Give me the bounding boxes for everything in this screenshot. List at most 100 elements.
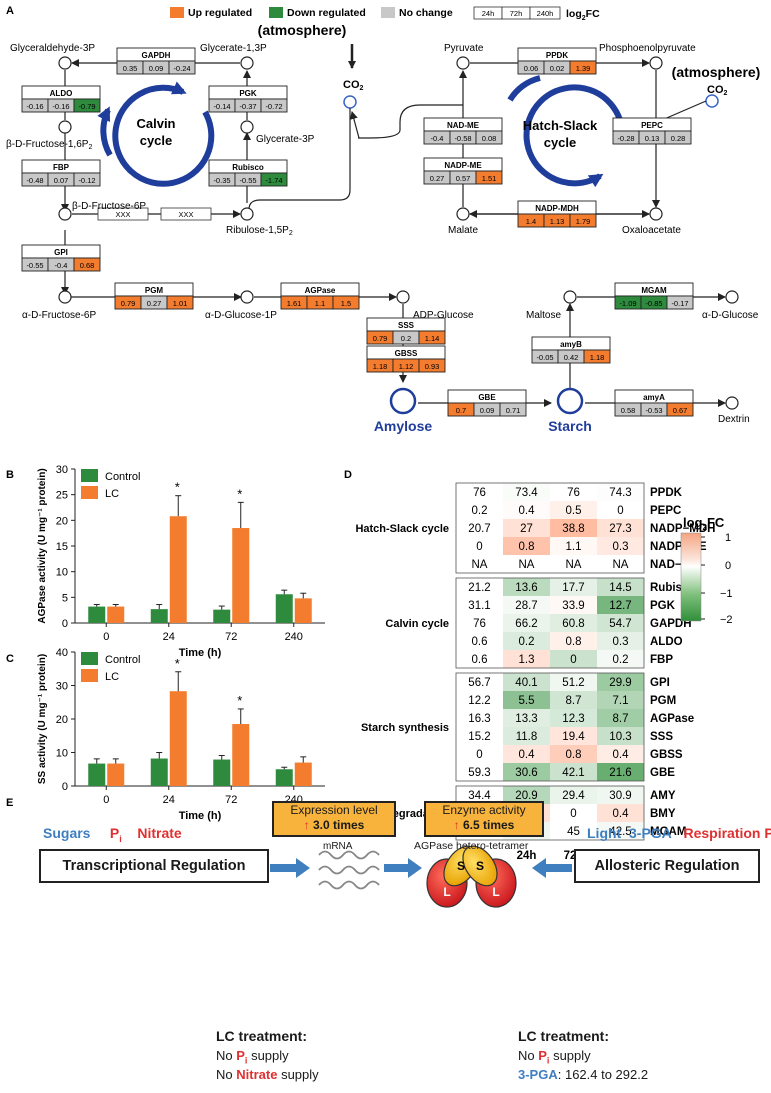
label-fbp16: β-D-Fructose-1,6P2 xyxy=(6,139,92,151)
heatmap-value: NA xyxy=(613,559,629,571)
node-dextrin xyxy=(725,396,739,410)
heatmap-cell xyxy=(597,596,644,614)
heatmap-cell xyxy=(550,786,597,804)
heatmap-value: 34.4 xyxy=(468,790,491,802)
enzyme-value: 0.06 xyxy=(524,64,539,73)
heatmap-cell xyxy=(597,709,644,727)
heatmap-cell xyxy=(597,673,644,691)
enzyme-value: -0.53 xyxy=(645,406,662,415)
heatmap-cell xyxy=(456,632,503,650)
heatmap-value: 8.7 xyxy=(566,695,582,707)
heatmap-value: 12.2 xyxy=(468,695,490,707)
enzyme-value: -0.24 xyxy=(173,64,190,73)
enzyme-name: PGM xyxy=(145,286,164,295)
heatmap-cell xyxy=(456,519,503,537)
heatmap-cell xyxy=(503,691,550,709)
legend-label: LC xyxy=(105,671,119,683)
y-tick-label: 25 xyxy=(56,490,68,502)
bar-control xyxy=(88,763,106,786)
calvin-xxx: XXX XXX xyxy=(97,207,212,221)
panel-c-label: C xyxy=(6,653,14,665)
heatmap-value: 0.4 xyxy=(519,749,536,761)
heatmap-value: 13.3 xyxy=(515,713,537,725)
label-g3p: Glycerate-3P xyxy=(256,134,315,145)
heatmap-value: NA xyxy=(566,559,582,571)
significance-mark: * xyxy=(237,486,242,501)
lc-right-line1: No Pi supply xyxy=(518,1048,591,1066)
heatmap-cell xyxy=(503,519,550,537)
enzyme-value: 0.71 xyxy=(506,406,521,415)
heatmap-cell xyxy=(456,578,503,596)
label-amylose: Amylose xyxy=(374,418,433,434)
enzyme-name: FBP xyxy=(53,163,70,172)
y-tick-label: 40 xyxy=(56,647,68,659)
heatmap-cell xyxy=(456,596,503,614)
enzyme-cell xyxy=(73,257,101,272)
enzyme-value: 1.1 xyxy=(315,299,325,308)
heatmap-gene: FBP xyxy=(650,654,673,666)
legend-swatch xyxy=(81,469,98,482)
heatmap-cell xyxy=(550,555,597,573)
enzyme-value: 1.13 xyxy=(550,217,565,226)
enzyme-value: -0.05 xyxy=(536,353,553,362)
node-pyruvate xyxy=(456,56,470,70)
heatmap-value: 21.2 xyxy=(468,582,490,594)
heatmap-value: 45 xyxy=(567,826,580,838)
bar-lc xyxy=(232,724,250,786)
bar-lc xyxy=(107,763,125,786)
heatmap-value: 0.8 xyxy=(566,636,582,648)
enzyme-cell xyxy=(260,172,288,187)
panel-a-label: A xyxy=(6,5,14,17)
x-axis-title: Time (h) xyxy=(179,647,222,659)
x-tick-label: 72 xyxy=(225,794,237,806)
heatmap-value: 33.9 xyxy=(562,600,584,612)
heatmap-value: 76 xyxy=(473,487,486,499)
legend-a: Up regulated Down regulated No change 24… xyxy=(170,6,600,22)
heatmap-value: 30.9 xyxy=(609,790,631,802)
enzyme-value: -0.16 xyxy=(26,102,43,111)
enzyme-value: 1.18 xyxy=(373,362,388,371)
heatmap-cell xyxy=(597,763,644,781)
heatmap-gene: AGPase xyxy=(650,713,694,725)
heatmap-value: 73.4 xyxy=(515,487,538,499)
heatmap-cell xyxy=(597,822,644,840)
enzyme-value: 0.27 xyxy=(147,299,162,308)
y-tick-label: 0 xyxy=(62,781,68,793)
enzyme-aldo: ALDO-0.16-0.16-0.79 xyxy=(21,85,101,113)
heatmap-cell xyxy=(550,745,597,763)
heatmap-cell xyxy=(550,578,597,596)
label-g1p: α-D-Glucose-1P xyxy=(205,310,277,321)
x-tick-label: 72 xyxy=(225,631,237,643)
bar-lc xyxy=(294,598,312,623)
legend-label: Control xyxy=(105,471,140,483)
legend-swatch xyxy=(81,486,98,499)
expression-value: ↑ 3.0 times xyxy=(303,818,365,832)
co2-node-right xyxy=(705,94,719,108)
node-f6p-alpha xyxy=(58,290,72,304)
heatmap-value: 42.5 xyxy=(609,826,631,838)
heatmap-cell xyxy=(597,632,644,650)
node-glucose xyxy=(725,290,739,304)
significance-mark: * xyxy=(237,693,242,708)
label-dextrin: Dextrin xyxy=(718,414,750,425)
heatmap-value: 0.2 xyxy=(519,636,535,648)
heatmap-value: 12.7 xyxy=(609,600,631,612)
heatmap-value: 17.7 xyxy=(562,582,584,594)
heatmap-value: 5.5 xyxy=(519,695,535,707)
heatmap-cell xyxy=(503,745,550,763)
svg-text:S: S xyxy=(476,859,484,873)
node-gap xyxy=(58,56,72,70)
co2-node-left xyxy=(343,95,357,109)
svg-text:XXX: XXX xyxy=(115,210,130,219)
enzyme-value: -0.55 xyxy=(26,261,43,270)
expression-title: Expression level xyxy=(290,803,378,817)
enzyme-value: 0.79 xyxy=(373,334,388,343)
heatmap-cell xyxy=(550,614,597,632)
heatmap-value: 0.3 xyxy=(613,541,629,553)
heatmap-value: 29.9 xyxy=(609,677,631,689)
heatmap-cell xyxy=(503,673,550,691)
heatmap-cell xyxy=(597,804,644,822)
transcriptional-factors: Sugars Pi Nitrate xyxy=(43,825,182,844)
